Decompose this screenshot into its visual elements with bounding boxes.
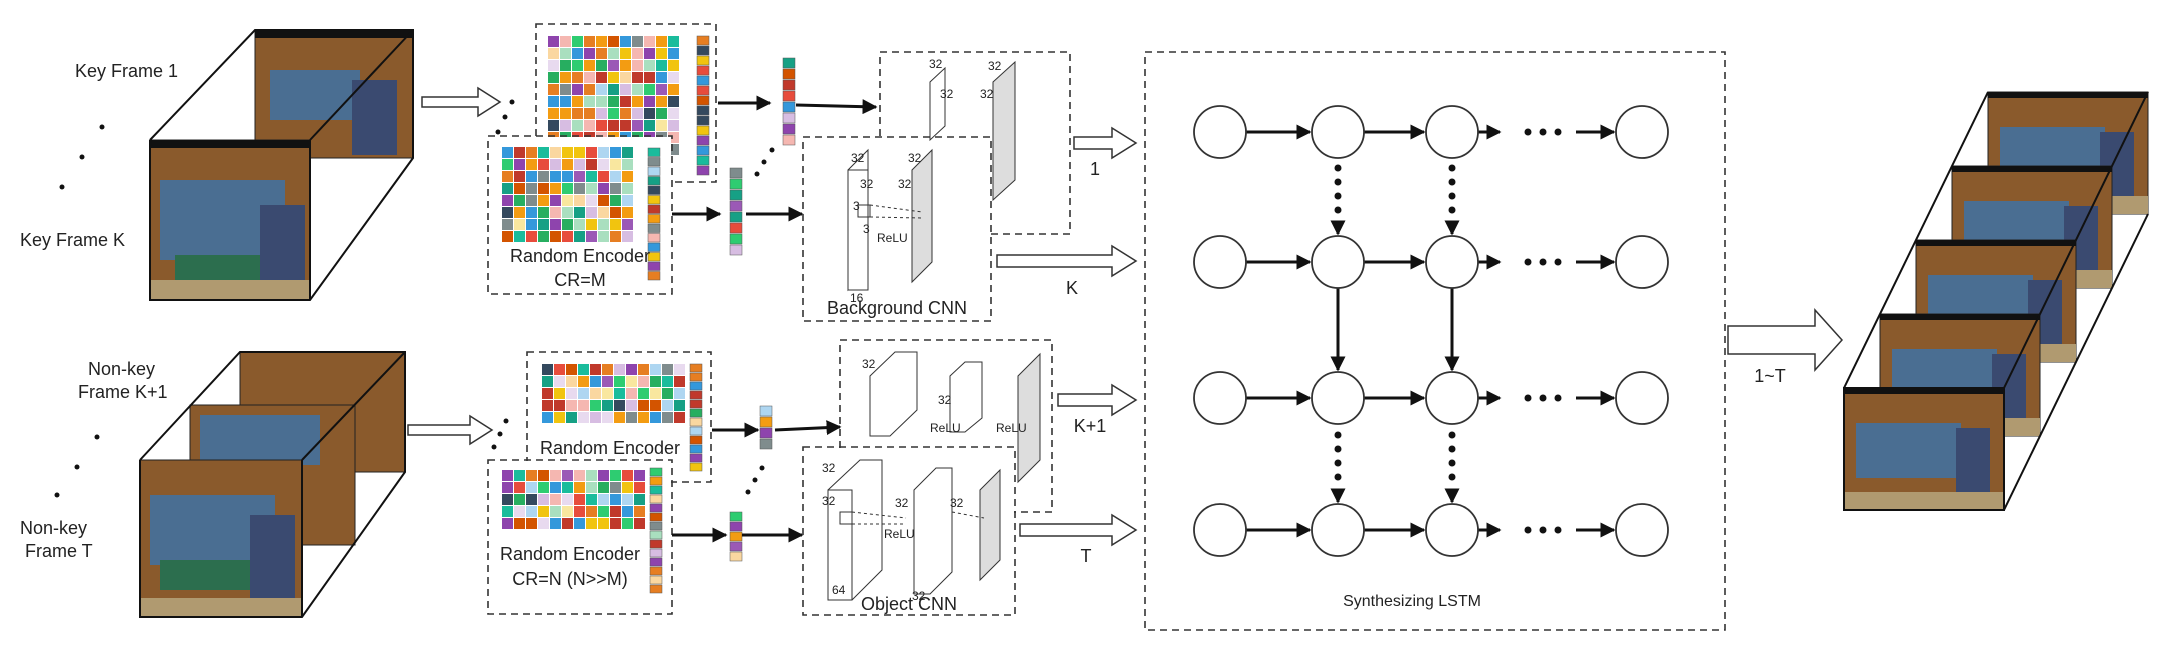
encoder-strip-key-back	[696, 35, 710, 176]
svg-text:32: 32	[988, 59, 1002, 73]
label-out-1: 1	[1090, 159, 1100, 179]
label-nonkey-t-line2: Frame T	[25, 541, 93, 561]
output-frames-stack	[1843, 91, 2149, 511]
encoder-key-back-box	[535, 23, 717, 183]
svg-text:32: 32	[908, 151, 922, 165]
lstm-label: Synthesizing LSTM	[1343, 593, 1481, 610]
arrow-out-1	[1073, 126, 1138, 160]
svg-text:32: 32	[822, 494, 836, 508]
input-arrow-nonkey	[407, 414, 494, 446]
encoder-strip-nonkey-back	[689, 363, 703, 472]
cnn-back-layers: 32 32 32 32	[929, 57, 1016, 202]
label-nonkey-k1-line1: Non-key	[88, 359, 155, 379]
encoder-strip-key-front	[647, 147, 661, 281]
input-arrow-key	[421, 86, 502, 118]
encoder-strip-nonkey-front	[649, 467, 663, 594]
arrow-out-final	[1727, 308, 1844, 372]
label-nonkey-k1-line2: Frame K+1	[78, 382, 168, 402]
background-cnn-box	[802, 136, 992, 322]
key-encoder-label-line2: CR=M	[554, 270, 606, 290]
svg-text:ReLU: ReLU	[996, 421, 1027, 435]
svg-text:ReLU: ReLU	[877, 231, 908, 245]
encoder-key-front-box	[487, 135, 673, 295]
svg-text:ReLU: ReLU	[884, 527, 915, 541]
measurement-vector-key-1	[782, 57, 796, 146]
encoder-grid-nonkey-front	[502, 470, 645, 529]
encoder-grid-nonkey-back	[542, 364, 685, 423]
svg-text:16: 16	[850, 291, 864, 305]
svg-text:3: 3	[853, 199, 860, 213]
svg-text:32: 32	[860, 177, 874, 191]
measurement-vector-nonkey-1	[759, 405, 773, 450]
nonkey-encoder-top-label: Random Encoder	[540, 438, 680, 458]
svg-text:32: 32	[938, 393, 952, 407]
label-key-frame-k: Key Frame K	[20, 230, 125, 250]
svg-text:64: 64	[832, 583, 846, 597]
svg-text:32: 32	[980, 87, 994, 101]
object-cnn-layers: 32 32 32 32 32 64 ReLU	[822, 459, 1001, 603]
svg-text:32: 32	[895, 496, 909, 510]
label-out-t: T	[1081, 546, 1092, 566]
nonkey-frames-stack	[139, 351, 406, 618]
label-nonkey-t-line1: Non-key	[20, 518, 87, 538]
svg-text:32: 32	[862, 357, 876, 371]
arrow-out-k1	[1057, 383, 1138, 417]
background-cnn-layers: 32 32 32 32 3 3 16 ReLU	[847, 148, 933, 305]
arrow-out-k	[996, 244, 1138, 278]
synthesizing-lstm-box	[1144, 51, 1726, 631]
svg-text:ReLU: ReLU	[930, 421, 961, 435]
lstm-grid	[1193, 105, 1669, 557]
encoder-grid-key-front	[502, 147, 633, 242]
key-encoder-label-line1: Random Encoder	[510, 246, 650, 266]
object-cnn-label: Object CNN	[861, 594, 957, 614]
svg-text:32: 32	[822, 461, 836, 475]
background-cnn-label: Background CNN	[827, 298, 967, 318]
label-out-k: K	[1066, 278, 1078, 298]
label-out-1-t: 1~T	[1754, 366, 1786, 386]
nonkey-encoder-label-line1: Random Encoder	[500, 544, 640, 564]
key-frames-stack	[149, 29, 414, 301]
svg-text:32: 32	[851, 151, 865, 165]
svg-text:32: 32	[940, 87, 954, 101]
label-key-frame-1: Key Frame 1	[75, 61, 178, 81]
object-cnn-back-layers: 32 32 ReLU ReLU	[862, 351, 1041, 484]
svg-text:3: 3	[863, 222, 870, 236]
svg-text:32: 32	[950, 496, 964, 510]
svg-text:32: 32	[929, 57, 943, 71]
svg-text:32: 32	[912, 589, 926, 603]
label-out-k1: K+1	[1074, 416, 1107, 436]
svg-text:32: 32	[898, 177, 912, 191]
nonkey-encoder-label-line2: CR=N (N>>M)	[512, 569, 628, 589]
arrow-out-t	[1019, 513, 1138, 547]
object-cnn-box	[802, 446, 1016, 616]
measurement-vector-key-2	[729, 167, 743, 256]
measurement-vector-nonkey-2	[729, 511, 743, 562]
